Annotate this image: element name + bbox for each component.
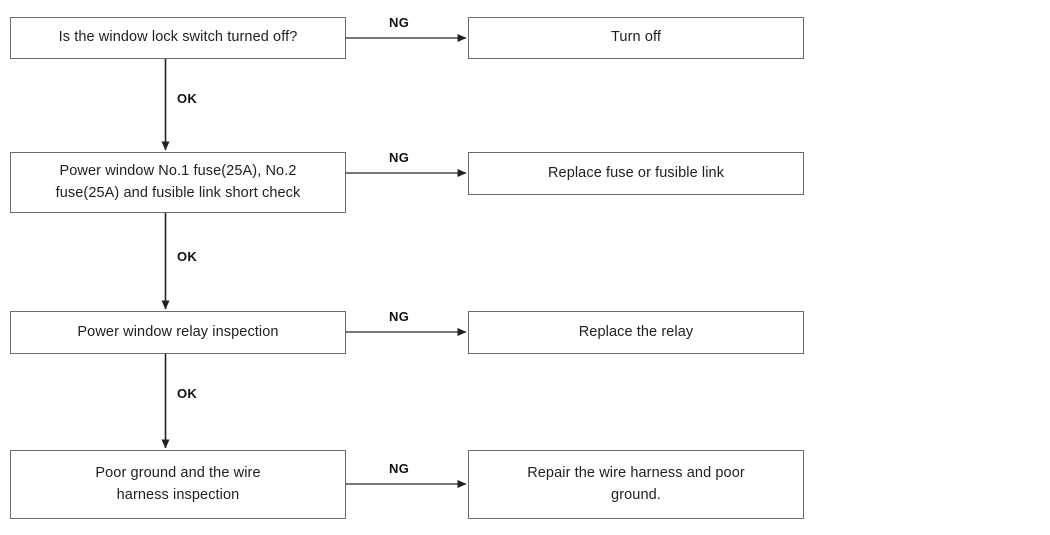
edge-label-ng-4: NG <box>389 461 410 476</box>
step-1-check-label: Is the window lock switch turned off? <box>58 29 298 46</box>
edge-label-ok-1: OK <box>177 91 198 106</box>
edge-label-ng-1: NG <box>389 15 410 30</box>
step-1-action-box[interactable]: Turn off <box>468 17 804 59</box>
edge-label-ok-2: OK <box>177 249 198 264</box>
step-1-check-box[interactable]: Is the window lock switch turned off? <box>10 17 346 59</box>
step-4-check-box[interactable]: Poor ground and the wire harness inspect… <box>10 450 346 519</box>
step-2-check-label: Power window No.1 fuse(25A), No.2 fuse(2… <box>55 163 301 201</box>
step-2-action-label: Replace fuse or fusible link <box>547 164 725 181</box>
step-4-action-label: Repair the wire harness and poor ground. <box>527 465 745 503</box>
step-1-action-label: Turn off <box>611 29 661 46</box>
step-2-check-box[interactable]: Power window No.1 fuse(25A), No.2 fuse(2… <box>10 152 346 213</box>
step-3-check-label: Power window relay inspection <box>77 323 279 340</box>
step-3-check-box[interactable]: Power window relay inspection <box>10 311 346 354</box>
step-3-action-box[interactable]: Replace the relay <box>468 311 804 354</box>
step-3-action-label: Replace the relay <box>578 323 694 340</box>
step-4-check-label: Poor ground and the wire harness inspect… <box>95 465 261 503</box>
edge-label-ok-3: OK <box>177 386 198 401</box>
edge-label-ng-2: NG <box>389 150 410 165</box>
step-2-action-box[interactable]: Replace fuse or fusible link <box>468 152 804 195</box>
step-4-action-box[interactable]: Repair the wire harness and poor ground. <box>468 450 804 519</box>
edge-label-ng-3: NG <box>389 309 410 324</box>
